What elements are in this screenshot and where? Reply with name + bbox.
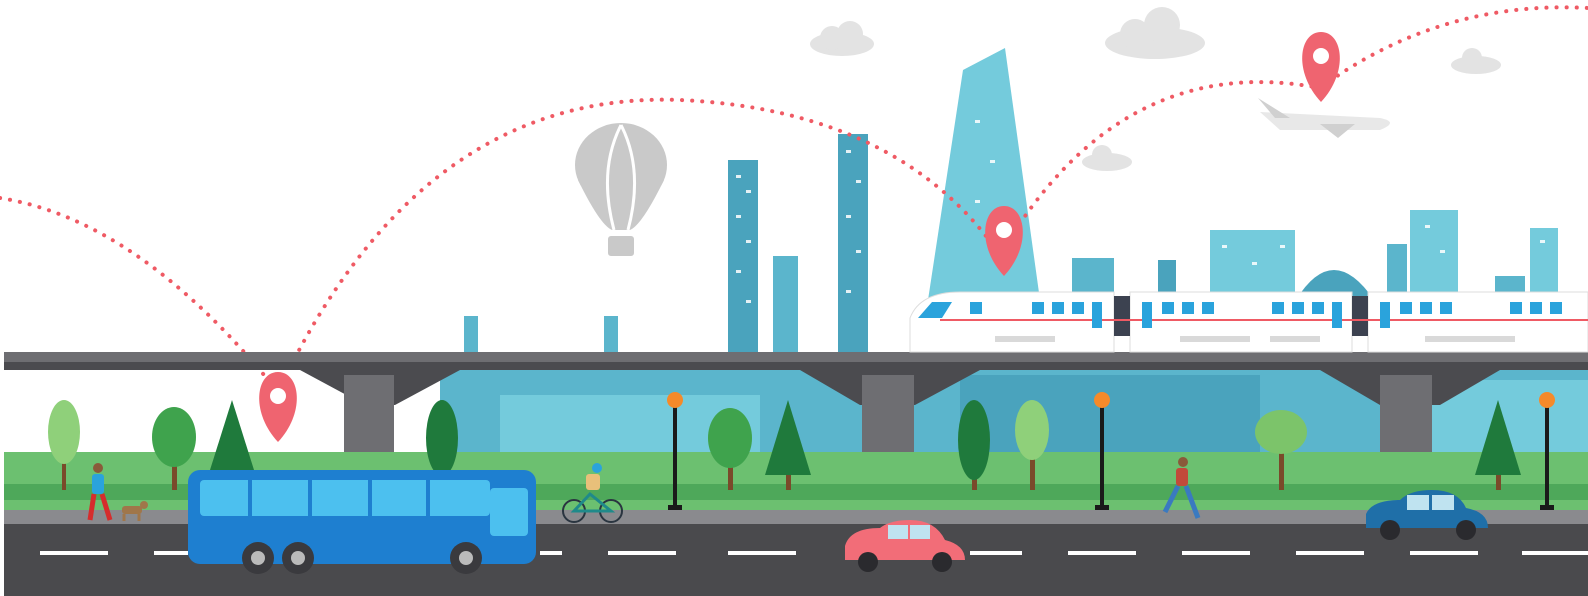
tree-icon bbox=[765, 400, 811, 490]
street-lamps bbox=[667, 392, 1555, 510]
street-lamp-icon bbox=[1094, 392, 1110, 510]
map-pin-icon bbox=[985, 206, 1023, 276]
tree-icon bbox=[1255, 410, 1307, 490]
cloud-icon bbox=[810, 21, 874, 56]
dog-icon bbox=[122, 501, 148, 521]
runner bbox=[1162, 457, 1201, 519]
clouds bbox=[810, 7, 1501, 171]
tree-icon bbox=[426, 400, 458, 485]
tree-icon bbox=[958, 400, 990, 490]
tree-icon bbox=[152, 407, 196, 490]
tree-icon bbox=[1475, 400, 1521, 490]
tree-icon bbox=[48, 400, 80, 490]
bicycle-icon bbox=[562, 463, 623, 523]
lane-markings bbox=[40, 551, 1588, 555]
map-pin-icon bbox=[259, 372, 297, 442]
hot-air-balloon-icon bbox=[575, 123, 667, 256]
tree-icon bbox=[708, 408, 752, 490]
street-lamp-icon bbox=[667, 392, 683, 510]
cloud-icon bbox=[1105, 7, 1205, 59]
train-icon bbox=[909, 291, 1588, 353]
car-icon bbox=[1366, 490, 1488, 540]
airplane-icon bbox=[1258, 98, 1390, 138]
tree-icon bbox=[1015, 400, 1049, 490]
street-lamp-icon bbox=[1539, 392, 1555, 510]
bus-icon bbox=[188, 470, 536, 574]
cloud-icon bbox=[1082, 145, 1132, 171]
trees bbox=[48, 400, 1521, 490]
map-pins bbox=[259, 32, 1340, 442]
cloud-icon bbox=[1451, 48, 1501, 74]
person-walking-dog bbox=[87, 463, 148, 521]
car-icon bbox=[845, 520, 965, 572]
tower-building bbox=[928, 48, 1040, 300]
map-pin-icon bbox=[1302, 32, 1340, 102]
